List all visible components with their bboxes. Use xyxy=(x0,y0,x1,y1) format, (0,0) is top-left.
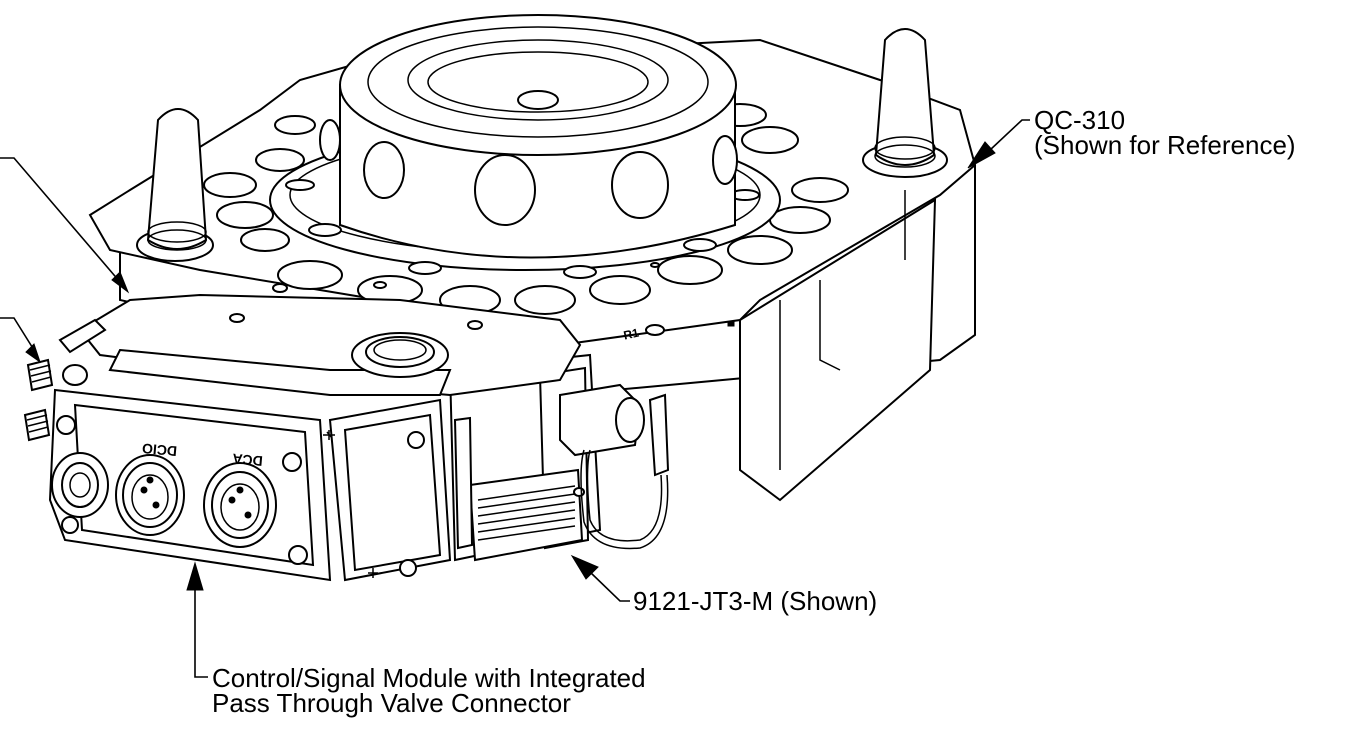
jt3-module xyxy=(448,353,602,562)
plate-holes xyxy=(203,103,849,315)
callout-9121-jt3-m: 9121-JT3-M (Shown) xyxy=(633,586,878,616)
callout-qc310-line1: QC-310 xyxy=(1034,105,1126,135)
callout-9121-text: 9121-JT3-M (Shown) xyxy=(633,586,878,616)
callout-qc310-line2: (Shown for Reference) xyxy=(1034,130,1296,160)
control-signal-module xyxy=(48,283,582,582)
callout-control-module-line1: Control/Signal Module with Integrated xyxy=(212,663,646,693)
central-housing xyxy=(319,14,738,259)
side-fittings xyxy=(23,318,107,442)
leader-lines xyxy=(0,119,1030,678)
plate-engraving xyxy=(645,321,735,336)
right-alignment-pin xyxy=(862,28,948,178)
callout-control-module-line2: Pass Through Valve Connector xyxy=(212,688,571,718)
connector-label-dcio: DCIO xyxy=(141,440,177,459)
callout-qc310: QC-310 (Shown for Reference) xyxy=(1034,105,1296,160)
plate-mark-r1: R1 xyxy=(622,326,640,343)
label-plate-lines xyxy=(477,485,576,541)
connector-label-dca: DCA xyxy=(232,451,264,470)
valve-connector xyxy=(559,383,670,550)
callout-control-module: Control/Signal Module with Integrated Pa… xyxy=(212,663,646,718)
left-alignment-pin xyxy=(136,108,214,262)
